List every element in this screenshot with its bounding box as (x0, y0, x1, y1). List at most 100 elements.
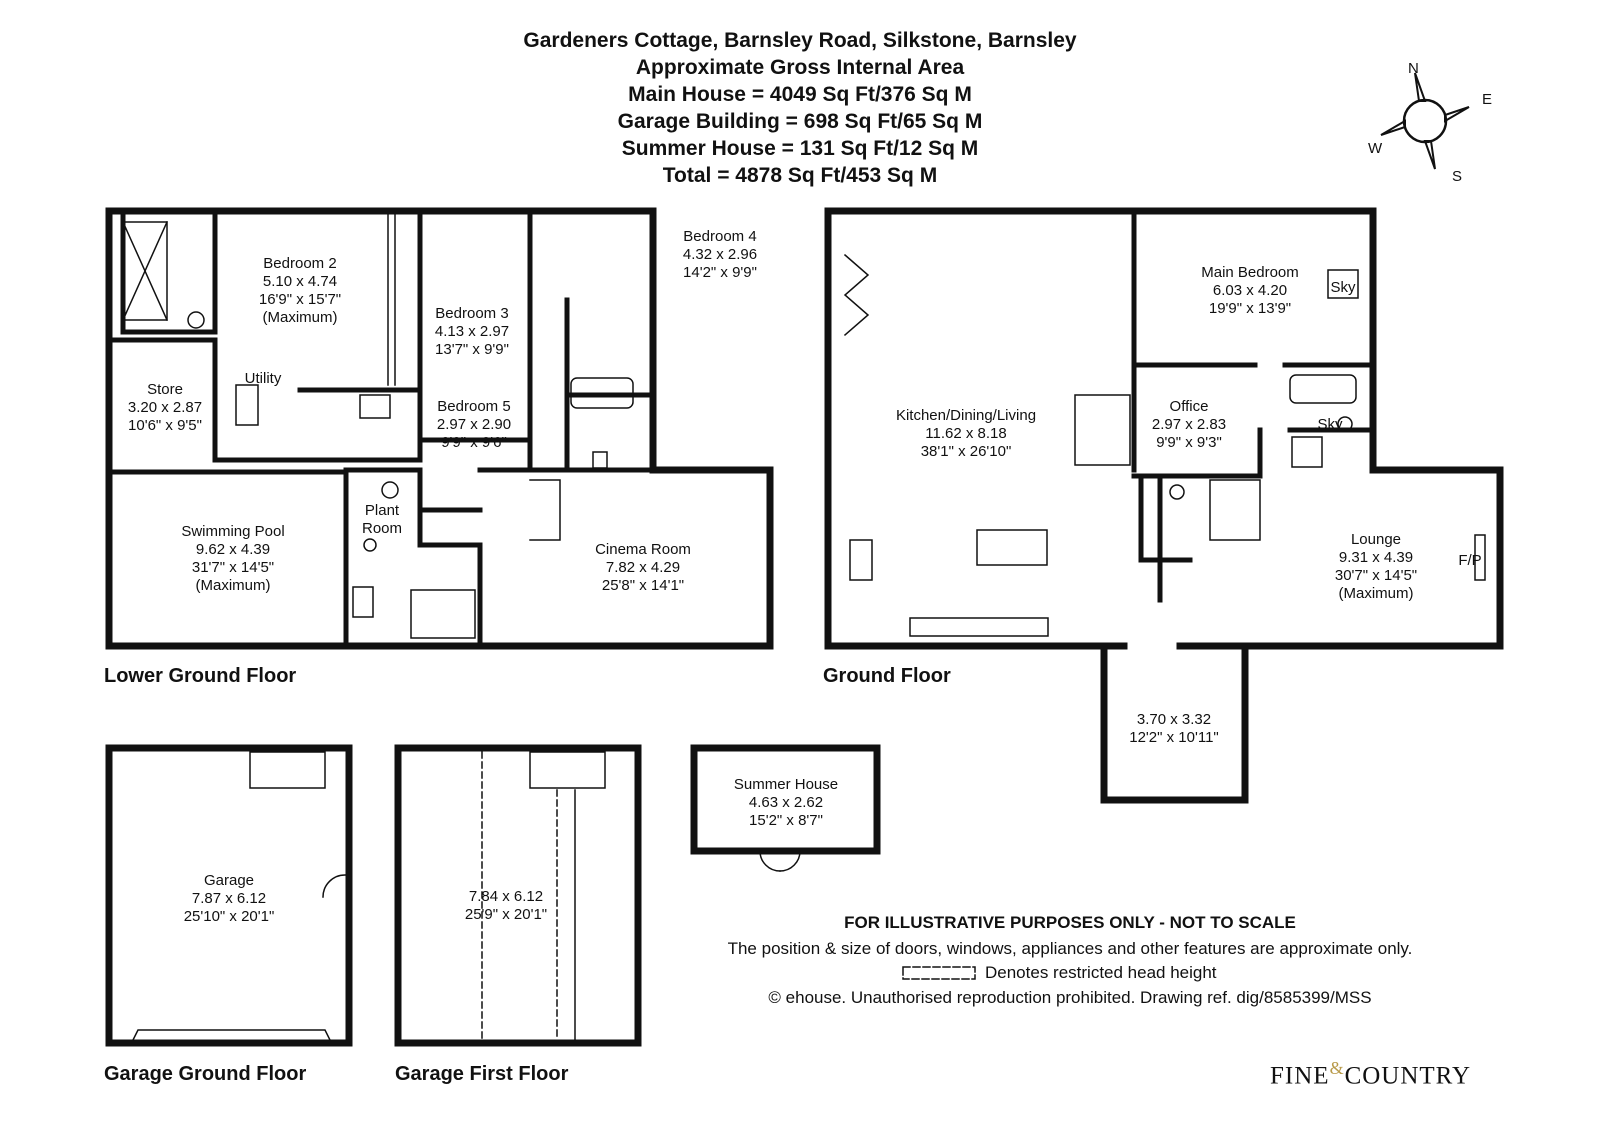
room-metric: 7.84 x 6.12 (468, 888, 544, 905)
lower-ground-floor-walls (105, 207, 774, 650)
room-imperial: 16'9" x 15'7" (258, 291, 342, 308)
garage-building-area: Garage Building = 698 Sq Ft/65 Sq M (617, 110, 983, 133)
lower-ground-internal-walls (106, 212, 656, 649)
logo-fine: FINE (1270, 1062, 1330, 1090)
room-name: Bedroom 5 (437, 398, 511, 415)
room-metric: 3.70 x 3.32 (1136, 711, 1212, 728)
room-utility: Utility (245, 370, 282, 388)
room-office: Office 2.97 x 2.83 9'9" x 9'3" (1152, 398, 1226, 452)
room-metric: 9.62 x 4.39 (195, 541, 271, 558)
room-imperial: 9'9" x 9'6" (441, 434, 507, 451)
room-metric: 2.97 x 2.83 (1151, 416, 1227, 433)
room-plant-room: Plant Room (362, 502, 402, 538)
garage-first-details (481, 751, 606, 1041)
main-house-area: Main House = 4049 Sq Ft/376 Sq M (628, 83, 972, 106)
room-name-line-2: Room (361, 520, 403, 537)
fine-country-logo: FINE&COUNTRY (1270, 1058, 1471, 1090)
room-name: Bedroom 3 (435, 305, 509, 322)
room-bedroom-3: Bedroom 3 4.13 x 2.97 13'7" x 9'9" (435, 305, 509, 359)
skylight-label: Sky (1330, 279, 1356, 296)
room-metric: 4.63 x 2.62 (748, 794, 824, 811)
room-bedroom-5: Bedroom 5 2.97 x 2.90 9'9" x 9'6" (437, 398, 511, 452)
room-imperial: 25'9" x 20'1" (464, 906, 548, 923)
floor-label-garage-first: Garage First Floor (395, 1063, 569, 1085)
room-bedroom-2: Bedroom 2 5.10 x 4.74 16'9" x 15'7" (Max… (259, 255, 341, 327)
room-imperial: 25'10" x 20'1" (183, 908, 275, 925)
floor-label-garage-ground: Garage Ground Floor (104, 1063, 307, 1085)
room-name-line-1: Plant (364, 502, 400, 519)
compass-east: E (1482, 91, 1493, 108)
room-name: Garage (203, 872, 255, 889)
ground-floor-walls (824, 207, 1504, 804)
room-name: Bedroom 2 (263, 255, 337, 272)
room-name: Office (1169, 398, 1209, 415)
room-name: Utility (244, 370, 282, 387)
compass-north: N (1408, 60, 1419, 77)
summer-house-walls (690, 744, 881, 855)
room-imperial: 14'2" x 9'9" (683, 264, 757, 281)
ground-details (843, 253, 1486, 637)
room-imperial: 12'2" x 10'11" (1129, 729, 1219, 746)
room-metric: 11.62 x 8.18 (925, 425, 1007, 442)
room-cinema: Cinema Room 7.82 x 4.29 25'8" x 14'1" (595, 541, 691, 595)
garage-ground-details (131, 751, 346, 1042)
room-metric: 7.87 x 6.12 (191, 890, 267, 907)
area-subtitle: Approximate Gross Internal Area (635, 56, 965, 79)
room-main-bedroom: Main Bedroom 6.03 x 4.20 19'9" x 13'9" (1201, 264, 1299, 318)
room-note: (Maximum) (195, 577, 271, 594)
room-note: (Maximum) (1338, 585, 1414, 602)
ground-internal-walls (1131, 212, 1376, 603)
summer-house-area: Summer House = 131 Sq Ft/12 Sq M (621, 137, 979, 160)
total-area: Total = 4878 Sq Ft/453 Sq M (662, 164, 938, 187)
garage-first-walls (394, 744, 642, 1047)
copyright-note: © ehouse. Unauthorised reproduction proh… (768, 988, 1372, 1007)
room-lounge: Lounge 9.31 x 4.39 30'7" x 14'5" (Maximu… (1335, 531, 1417, 603)
room-name: Summer House (733, 776, 839, 793)
room-metric: 9.31 x 4.39 (1338, 549, 1414, 566)
skylight-label: Sky (1317, 416, 1343, 433)
room-garage-first: 7.84 x 6.12 25'9" x 20'1" (465, 888, 547, 924)
room-imperial: 13'7" x 9'9" (435, 341, 509, 358)
restricted-height-legend: Denotes restricted head height (985, 963, 1217, 982)
room-metric: 7.82 x 4.29 (605, 559, 681, 576)
room-bedroom-4: Bedroom 4 4.32 x 2.96 14'2" x 9'9" (683, 228, 757, 282)
room-name: Store (147, 381, 183, 398)
room-imperial: 25'8" x 14'1" (601, 577, 685, 594)
room-name: Main Bedroom (1201, 264, 1299, 281)
room-name: Kitchen/Dining/Living (895, 407, 1037, 424)
disclaimer-note: FOR ILLUSTRATIVE PURPOSES ONLY - NOT TO … (844, 913, 1296, 932)
room-metric: 3.20 x 2.87 (127, 399, 203, 416)
room-metric: 5.10 x 4.74 (262, 273, 338, 290)
room-metric: 4.32 x 2.96 (682, 246, 758, 263)
room-imperial: 15'2" x 8'7" (749, 812, 823, 829)
room-imperial: 19'9" x 13'9" (1208, 300, 1292, 317)
garage-ground-walls (105, 744, 353, 1047)
room-name: Cinema Room (595, 541, 691, 558)
lower-ground-details (122, 214, 634, 639)
room-note: (Maximum) (262, 309, 338, 326)
floor-label-ground: Ground Floor (823, 665, 951, 687)
room-store: Store 3.20 x 2.87 10'6" x 9'5" (128, 381, 202, 435)
room-name: Lounge (1350, 531, 1402, 548)
room-kitchen-dining-living: Kitchen/Dining/Living 11.62 x 8.18 38'1"… (896, 407, 1036, 461)
room-imperial: 38'1" x 26'10" (920, 443, 1012, 460)
room-metric: 4.13 x 2.97 (434, 323, 510, 340)
approximation-note: The position & size of doors, windows, a… (727, 939, 1413, 958)
room-imperial: 10'6" x 9'5" (128, 417, 202, 434)
compass-west: W (1368, 140, 1383, 157)
logo-ampersand: & (1329, 1058, 1345, 1078)
compass-south: S (1452, 168, 1463, 185)
room-imperial: 31'7" x 14'5" (191, 559, 275, 576)
logo-country: COUNTRY (1344, 1062, 1472, 1090)
room-swimming-pool: Swimming Pool 9.62 x 4.39 31'7" x 14'5" … (181, 523, 284, 595)
fireplace-label: F/P (1458, 552, 1482, 569)
room-imperial: 9'9" x 9'3" (1156, 434, 1222, 451)
page-title: Gardeners Cottage, Barnsley Road, Silkst… (523, 29, 1077, 52)
compass-icon (1380, 72, 1470, 170)
room-summer-house: Summer House 4.63 x 2.62 15'2" x 8'7" (734, 776, 838, 830)
summer-house-door (759, 850, 801, 872)
room-imperial: 30'7" x 14'5" (1334, 567, 1418, 584)
restricted-height-symbol (902, 966, 976, 980)
room-metric: 6.03 x 4.20 (1212, 282, 1288, 299)
